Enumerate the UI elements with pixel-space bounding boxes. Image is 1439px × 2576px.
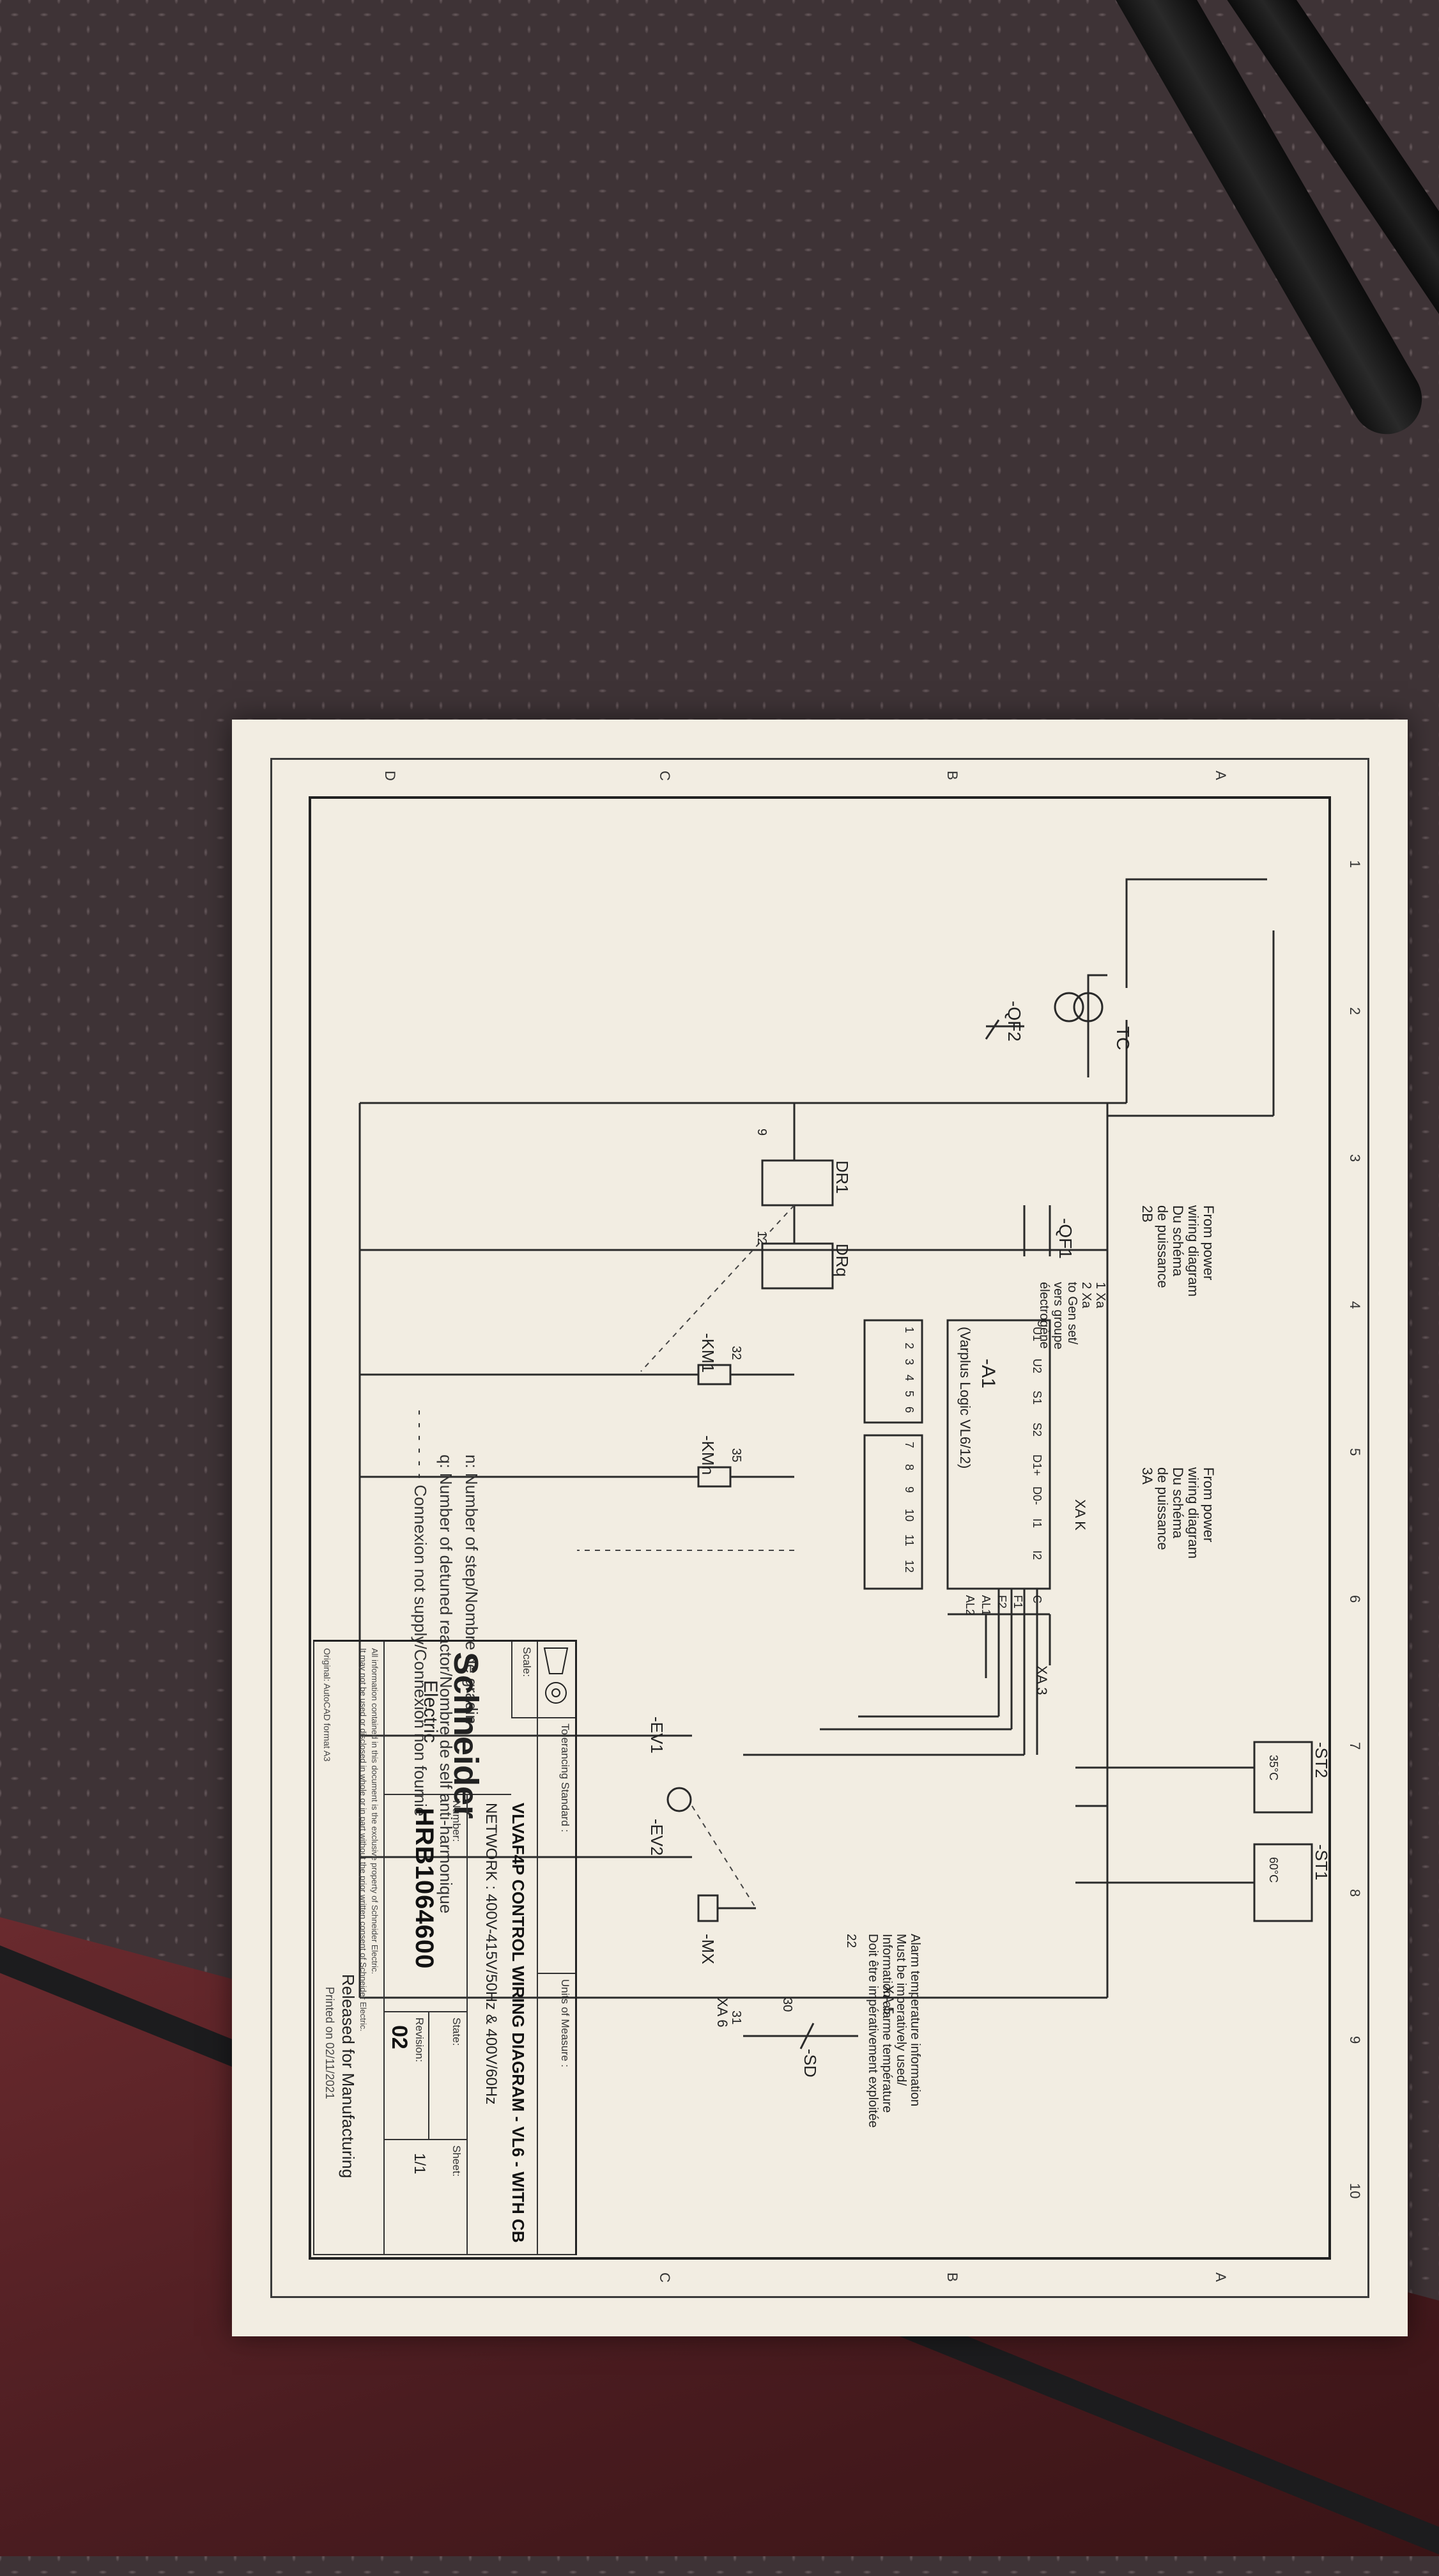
output-terminal: 5	[903, 1391, 916, 1398]
tolerancing-cell: Tolerancing Standard :	[537, 1718, 575, 1974]
contactor-label: -KMn	[698, 1435, 718, 1476]
print-date: Printed on 02/11/2021	[323, 1987, 336, 2099]
terminal-block-label: XA 3	[1034, 1665, 1050, 1695]
number-cell: Number: HRB1064600	[383, 1795, 466, 2012]
terminal-label: F1	[1012, 1595, 1024, 1609]
output-terminal: 1	[903, 1327, 916, 1334]
wire-number: 12	[755, 1231, 769, 1246]
output-terminal: 2	[903, 1343, 916, 1350]
network-spec: NETWORK : 400V-415V/50Hz & 400V/60Hz	[482, 1803, 500, 2105]
output-terminal: 8	[903, 1464, 916, 1471]
output-terminal: 4	[903, 1375, 916, 1382]
output-terminal: 9	[903, 1486, 916, 1493]
output-terminal: 12	[903, 1560, 916, 1573]
gen-set-note: 1 Xa 2 Xa to Gen set/ vers groupe électr…	[1037, 1282, 1107, 1350]
wiring-diagram-sheet: 1 2 3 4 5 6 7 8 9 10 A B C D A B C	[232, 720, 1408, 2336]
confidential-line: All information contained in this docume…	[370, 1648, 380, 1975]
relay-sublabel: (Varplus Logic VL6/12)	[957, 1327, 973, 1469]
fan-label: -EV2	[647, 1819, 666, 1856]
terminal-label: D0-	[1031, 1486, 1043, 1506]
sheet-cell: Sheet: 1/1	[383, 2140, 466, 2255]
terminal-label: I2	[1031, 1550, 1043, 1561]
thermostat-label: -ST2	[1312, 1742, 1331, 1778]
units-cell: Units of Measure :	[537, 1974, 575, 2255]
projection-symbol	[537, 1642, 575, 1718]
transformer-label: TC	[1113, 1026, 1133, 1051]
terminal-label: AL1	[980, 1595, 992, 1616]
terminal-label: S2	[1031, 1423, 1043, 1437]
wire-number: 32	[729, 1346, 743, 1361]
terminal-block-label: XA K	[1072, 1499, 1088, 1531]
output-terminal: 11	[903, 1534, 916, 1546]
output-terminal: 3	[903, 1359, 916, 1366]
switch-label: -SD	[801, 2049, 820, 2078]
relay-label: -A1	[978, 1359, 999, 1389]
schematic-lines	[358, 878, 1313, 2049]
contactor-label: -KM1	[698, 1333, 718, 1373]
from-power-note: From power wiring diagram Du schéma de p…	[1139, 1205, 1217, 1297]
from-power-note: From power wiring diagram Du schéma de p…	[1139, 1467, 1217, 1559]
alarm-note: Alarm temperature information Must be im…	[866, 1934, 922, 2128]
terminal-label: I1	[1031, 1518, 1043, 1529]
sheet-number: 1/1	[411, 2153, 428, 2175]
title-cell: VLVAF4P CONTROL WIRING DIAGRAM - VL6 - W…	[466, 1795, 537, 2255]
revision-number: 02	[387, 2025, 412, 2049]
terminal-label: F2	[996, 1595, 1008, 1609]
scale-cell: Scale:	[511, 1642, 537, 1718]
output-terminal: 6	[903, 1407, 916, 1414]
terminal-label: AL2	[964, 1595, 976, 1616]
terminal-label: S1	[1031, 1391, 1043, 1405]
drawing-number: HRB1064600	[410, 1808, 438, 1970]
projection-icon	[543, 1647, 569, 1704]
breaker-label: -QF1	[1056, 1218, 1075, 1259]
output-terminal: 7	[903, 1442, 916, 1449]
output-terminal: 10	[903, 1509, 916, 1522]
shunt-trip-label: -MX	[698, 1934, 718, 1964]
fan-label: -EV1	[647, 1716, 666, 1754]
wire-number: 31	[729, 2010, 743, 2025]
wire-number: 35	[729, 1448, 743, 1463]
revision-cell: Revision: 02	[383, 2012, 428, 2140]
thermostat-label: -ST1	[1312, 1844, 1331, 1881]
release-status: Released for Manufacturing	[339, 1974, 358, 2179]
state-cell: State:	[428, 2012, 466, 2140]
thermostat-temp: 60°C	[1267, 1857, 1280, 1883]
terminal-label: D1+	[1031, 1454, 1043, 1476]
breaker-label: -QF2	[1004, 1001, 1024, 1042]
drawing-title: VLVAF4P CONTROL WIRING DIAGRAM - VL6 - W…	[509, 1803, 528, 2243]
status-cell: All information contained in this docume…	[313, 1642, 383, 2255]
dashed-line-symbol: - - - - - -	[411, 1410, 430, 1481]
origin-format: Original: AutoCAD format A3	[322, 1648, 332, 1762]
wire-number: 30	[780, 1998, 794, 2012]
brand-cell: Schneider Electric	[383, 1642, 511, 1819]
reactor-label: DRq	[833, 1244, 852, 1277]
title-block: Tolerancing Standard : Units of Measure …	[313, 1640, 577, 2255]
brand-logo: Schneider	[447, 1652, 485, 1819]
wire-number: 22	[844, 1934, 858, 1948]
brand-logo-sub: Electric	[420, 1680, 441, 1743]
terminal-label: U2	[1031, 1359, 1043, 1374]
confidential-line: It may not be used or disclosed in whole…	[358, 1648, 368, 2032]
wire-number: 9	[755, 1129, 769, 1136]
terminal-label: C	[1031, 1595, 1043, 1603]
thermostat-temp: 35°C	[1267, 1755, 1280, 1781]
reactor-label: DR1	[833, 1161, 852, 1194]
